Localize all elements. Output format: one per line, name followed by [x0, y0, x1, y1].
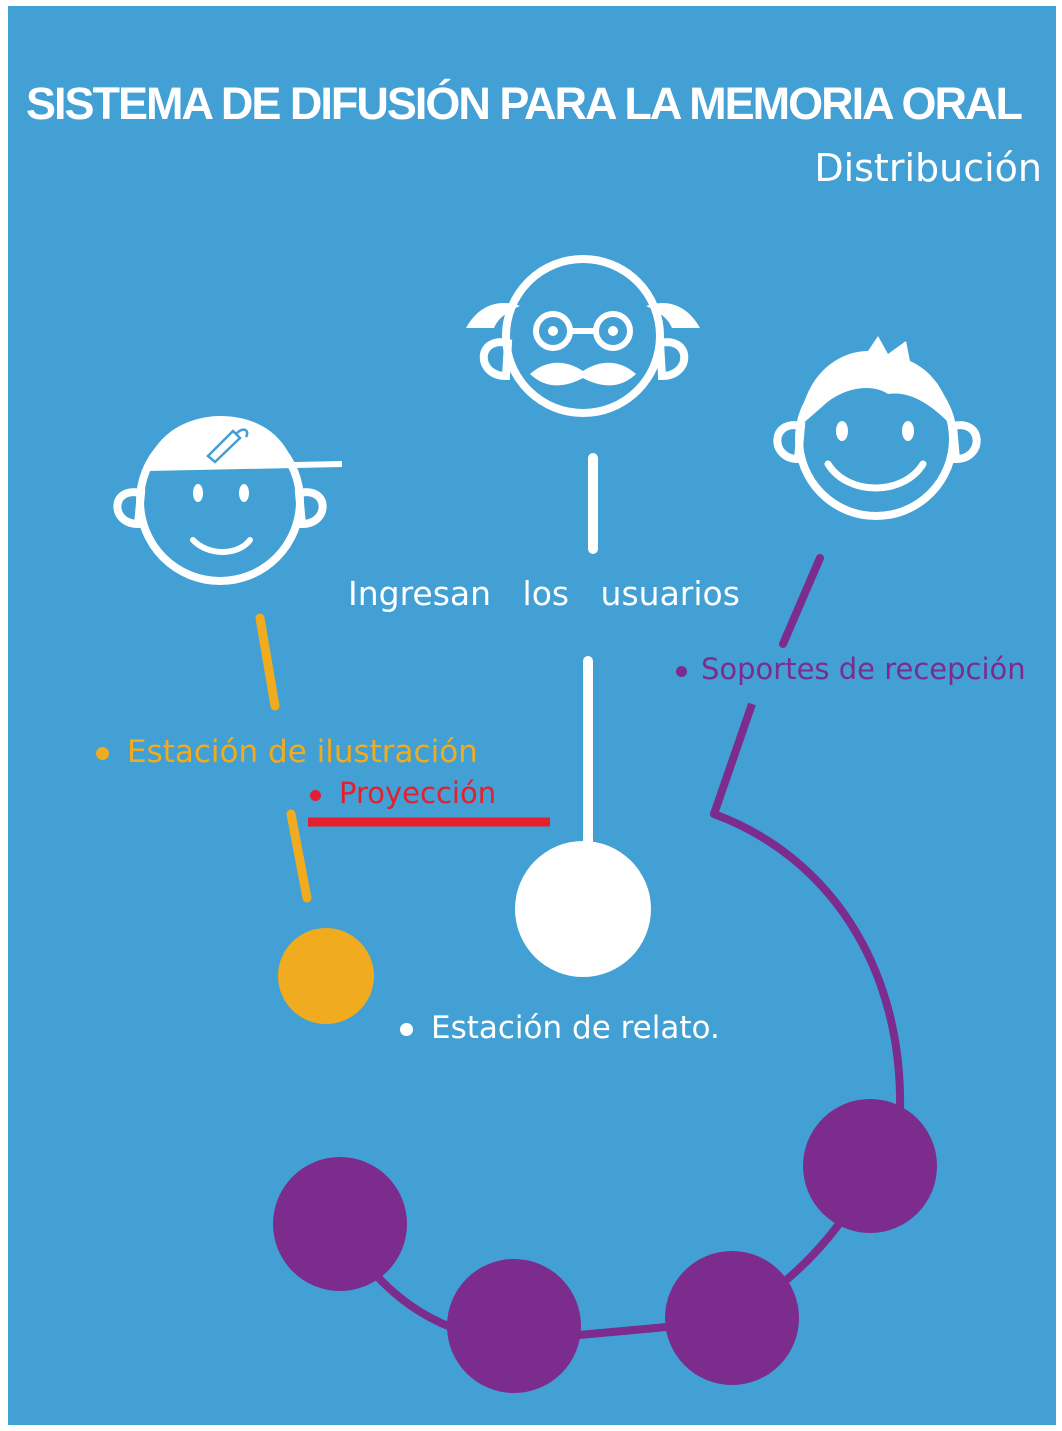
illustration-label-text: Estación de ilustración	[127, 734, 478, 770]
story-label-text: Estación de relato.	[431, 1010, 720, 1046]
story-label: Estación de relato.	[400, 1010, 720, 1046]
projection-bullet-icon	[310, 789, 321, 801]
purple-curve	[710, 702, 905, 1166]
projection-label: Proyección	[310, 776, 496, 810]
purple-chain	[337, 1172, 874, 1346]
users-label: Ingresan los usuarios	[348, 574, 740, 613]
reception-circle-3	[665, 1251, 799, 1385]
grandpa-face-icon	[466, 255, 700, 417]
yellow-connector-upper	[255, 613, 280, 711]
users-label-text: Ingresan los usuarios	[348, 574, 740, 613]
cap-boy-face-icon	[113, 416, 343, 585]
reception-circle-4	[803, 1099, 937, 1233]
reception-bullet-icon	[676, 665, 687, 677]
illustration-station-circle	[278, 928, 374, 1024]
page-title: SISTEMA DE DIFUSIÓN PARA LA MEMORIA ORAL	[26, 78, 1023, 129]
reception-circle-2	[447, 1259, 581, 1393]
projection-label-text: Proyección	[339, 776, 497, 810]
purple-connector-top	[779, 554, 824, 648]
reception-circle-1	[273, 1157, 407, 1291]
reception-label-text: Soportes de recepción	[701, 652, 1026, 686]
illustration-bullet-icon	[96, 747, 109, 760]
diagram	[113, 255, 981, 1393]
reception-label: Soportes de recepción	[676, 652, 1026, 686]
story-station-circle	[515, 841, 651, 977]
yellow-connector-lower	[286, 809, 312, 903]
page-subtitle: Distribución	[814, 146, 1042, 190]
boy-face-icon	[773, 336, 981, 520]
illustration-label: Estación de ilustración	[96, 734, 478, 770]
story-bullet-icon	[400, 1023, 413, 1036]
poster: SISTEMA DE DIFUSIÓN PARA LA MEMORIA ORAL…	[8, 6, 1056, 1425]
